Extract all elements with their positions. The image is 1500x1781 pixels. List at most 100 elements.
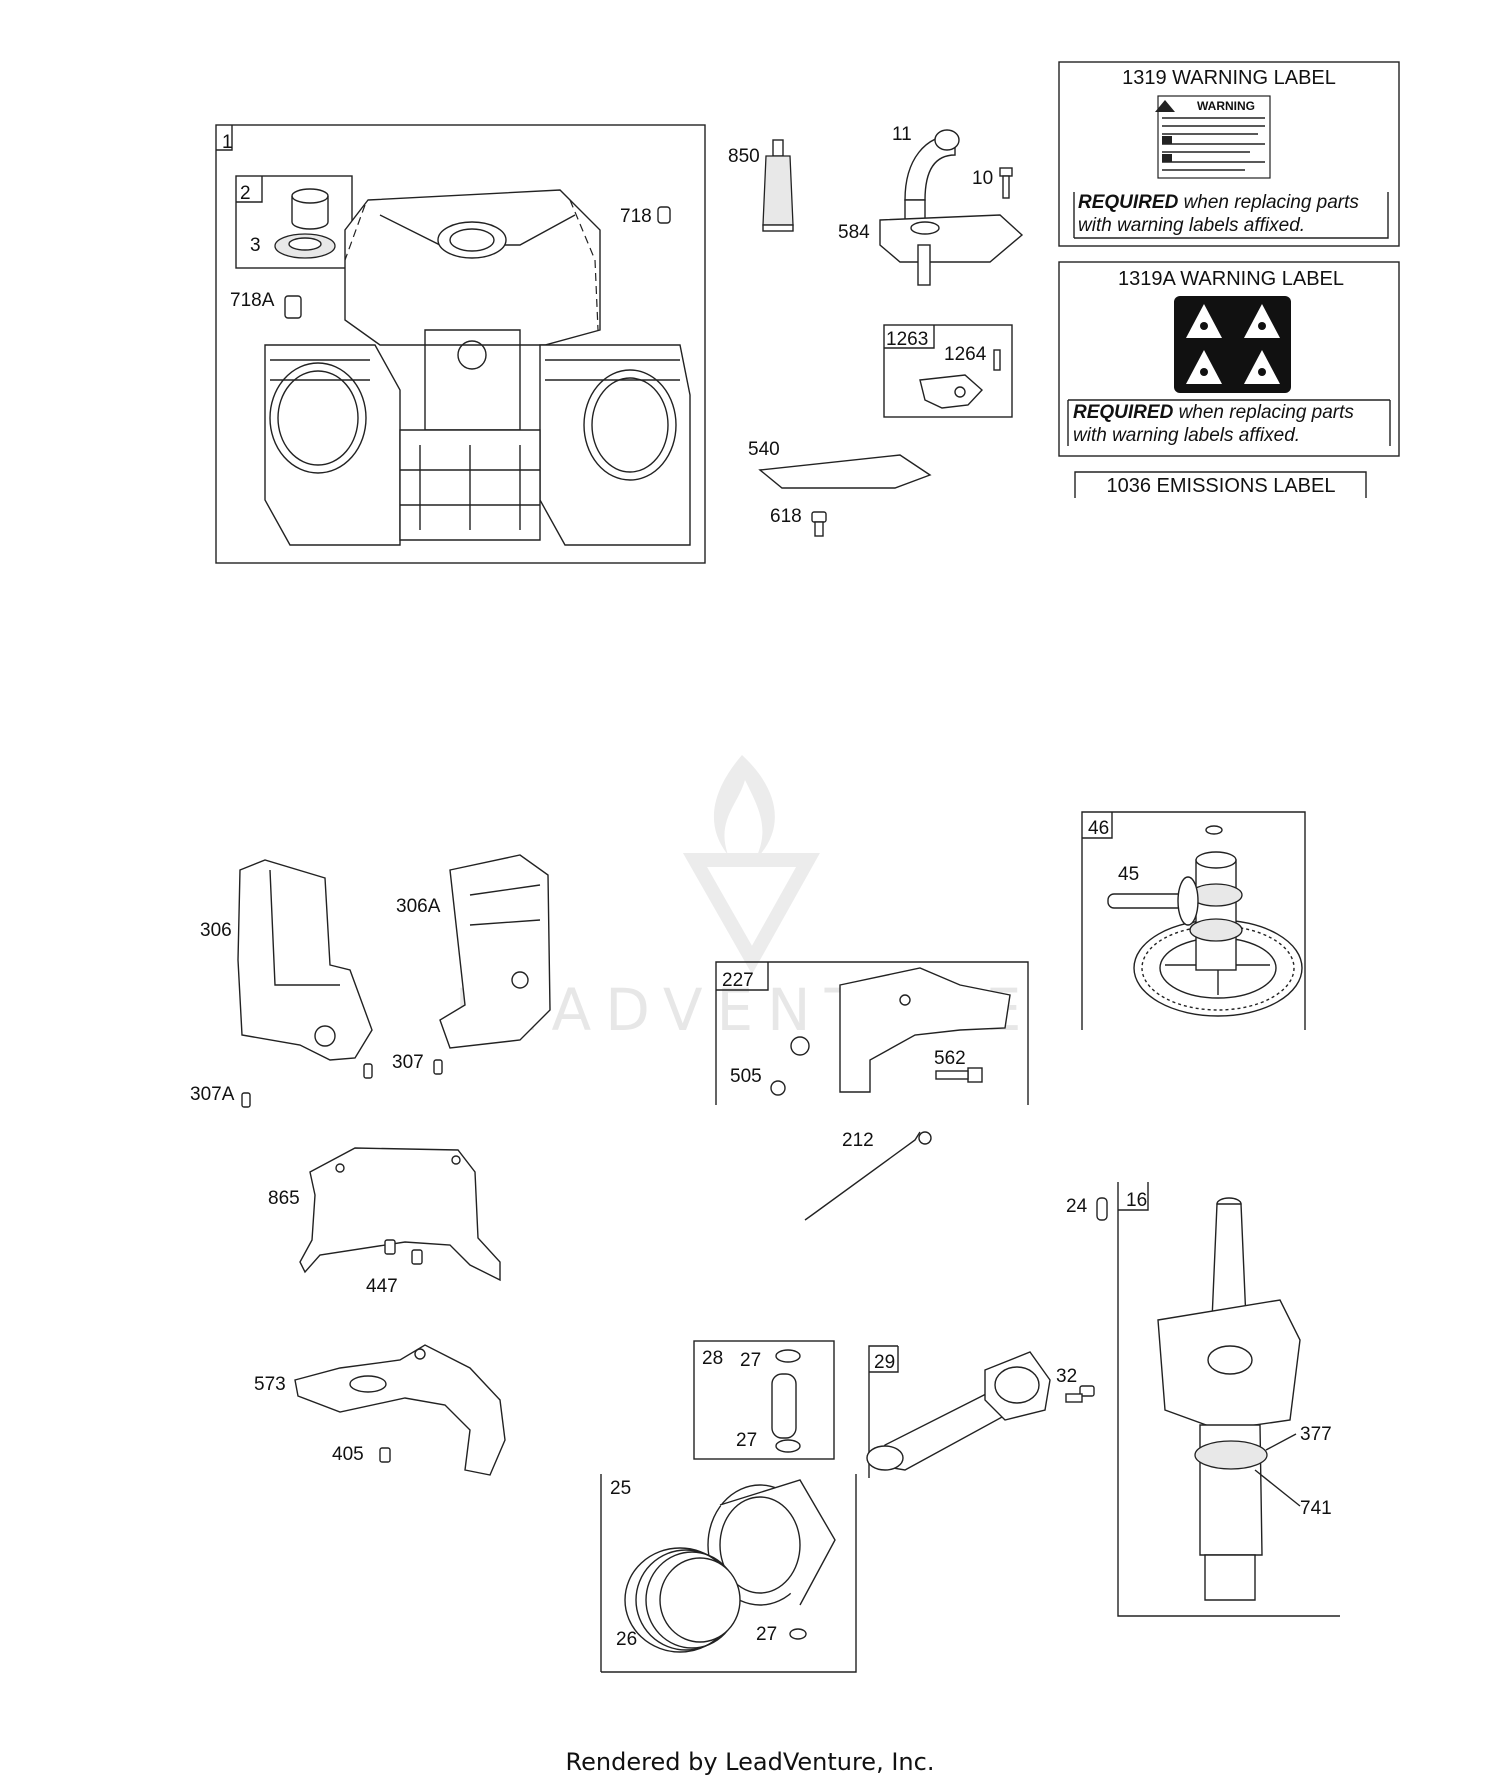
gasket-540-part [758, 454, 932, 489]
part-label-3[interactable]: 3 [250, 235, 261, 256]
part-label-306a[interactable]: 306A [396, 896, 441, 917]
part-label-718[interactable]: 718 [620, 206, 652, 227]
leader-741 [1254, 1469, 1301, 1507]
part-label-584[interactable]: 584 [838, 222, 870, 243]
link-end-hook [918, 1131, 932, 1145]
retainer-ring-part-b [775, 1439, 801, 1453]
governor-lever-part [839, 967, 1011, 1093]
part-label-405[interactable]: 405 [332, 1444, 364, 1465]
part-label-24[interactable]: 24 [1066, 1196, 1088, 1217]
part-label-212[interactable]: 212 [842, 1130, 874, 1151]
warning-label-1319a-frame [1058, 261, 1400, 457]
required-bracket-sides [1067, 400, 1391, 446]
flame-icon [713, 755, 775, 860]
screw-10-part [999, 167, 1013, 199]
part-label-1264[interactable]: 1264 [944, 344, 987, 365]
callout-tab [716, 962, 769, 991]
piston-rings-part [624, 1547, 741, 1653]
part-label-46[interactable]: 46 [1088, 818, 1109, 839]
warning-label-1319a-panel: 1319A WARNING LABEL REQUIRED when replac… [1058, 261, 1400, 457]
part-label-718a[interactable]: 718A [230, 290, 275, 311]
warning-label-1319-frame [1058, 61, 1400, 247]
warning-decal-image: WARNING [1155, 95, 1271, 179]
part-label-741[interactable]: 741 [1300, 1498, 1332, 1519]
warning-triangle-icon [1155, 100, 1175, 112]
part-label-1[interactable]: 1 [222, 132, 233, 153]
bracket-573-part [294, 1344, 506, 1476]
part-label-11[interactable]: 11 [892, 124, 912, 145]
key-24-part [1096, 1197, 1108, 1221]
part-label-27b[interactable]: 27 [736, 1430, 757, 1451]
screw-307a-part [241, 1092, 251, 1108]
air-guide-306-part [237, 859, 373, 1061]
part-label-562[interactable]: 562 [934, 1048, 966, 1069]
part-label-447[interactable]: 447 [366, 1276, 398, 1297]
part-label-227[interactable]: 227 [722, 970, 754, 991]
breather-reed-part [919, 349, 1001, 409]
connecting-rod-group: 29 32 [866, 1345, 1095, 1478]
part-label-27c[interactable]: 27 [756, 1624, 777, 1645]
part-label-505[interactable]: 505 [730, 1066, 762, 1087]
warning-label-1319a-line2: with warning labels affixed. [1073, 425, 1300, 446]
part-label-377[interactable]: 377 [1300, 1424, 1332, 1445]
sealant-tube-part [762, 139, 794, 232]
emissions-label-1036-title[interactable]: 1036 EMISSIONS LABEL [1106, 475, 1335, 497]
hazard-triangle-icon [1244, 304, 1280, 338]
part-label-16[interactable]: 16 [1126, 1190, 1147, 1211]
crankshaft-part [1157, 1197, 1301, 1601]
part-label-10[interactable]: 10 [972, 168, 993, 189]
warning-label-1319a-required: REQUIRED when replacing parts [1073, 402, 1354, 423]
screw-405-part [379, 1447, 391, 1463]
upper-middle-parts: 850 11 10 584 1263 1264 [728, 124, 1024, 537]
screw-618-part [811, 511, 827, 537]
footer-credit: Rendered by LeadVenture, Inc. [566, 1748, 935, 1776]
air-guide-306-detail [269, 869, 340, 986]
warning-label-1319-title[interactable]: 1319 WARNING LABEL [1122, 67, 1336, 89]
dipstick-tube-part [904, 129, 960, 225]
part-label-865[interactable]: 865 [268, 1188, 300, 1209]
callout-tab [236, 176, 263, 203]
part-label-850[interactable]: 850 [728, 146, 760, 167]
warning-label-1319a-title[interactable]: 1319A WARNING LABEL [1118, 268, 1344, 290]
required-bold: REQUIRED [1073, 402, 1174, 423]
callout-tab [216, 125, 233, 151]
camshaft-frame [1081, 811, 1306, 1030]
bracket-573-group: 573 405 [254, 1344, 506, 1476]
part-label-45[interactable]: 45 [1118, 864, 1139, 885]
governor-link-212-part [804, 1131, 921, 1221]
part-label-1263[interactable]: 1263 [886, 329, 928, 350]
air-guide-306a-part [439, 854, 551, 1049]
part-label-32[interactable]: 32 [1056, 1366, 1077, 1387]
part-label-307[interactable]: 307 [392, 1052, 424, 1073]
callout-tab [884, 325, 935, 349]
dowel-sleeve-part [284, 295, 302, 319]
callout-tab [1082, 812, 1113, 839]
air-guide-306a-detail [469, 884, 541, 926]
bolt-562-part [935, 1067, 983, 1083]
part-label-29[interactable]: 29 [874, 1352, 895, 1373]
screw-447-part [384, 1239, 396, 1255]
cylinder-assembly-frame [215, 124, 706, 564]
retainer-ring-part-c [789, 1628, 807, 1640]
part-label-540[interactable]: 540 [748, 439, 780, 460]
required-text: when replacing parts [1184, 192, 1360, 213]
part-label-307a[interactable]: 307A [190, 1084, 235, 1105]
warning-label-1319-required: REQUIRED when replacing parts [1078, 192, 1359, 213]
part-label-573[interactable]: 573 [254, 1374, 286, 1395]
part-label-618[interactable]: 618 [770, 506, 802, 527]
v-chevron-icon [682, 853, 820, 975]
shield-865-part [299, 1147, 501, 1282]
connecting-rod-frame [868, 1345, 898, 1478]
part-label-2[interactable]: 2 [240, 183, 251, 204]
part-label-28[interactable]: 28 [702, 1348, 723, 1369]
part-label-26[interactable]: 26 [616, 1629, 637, 1650]
governor-group: 227 505 562 [715, 961, 1029, 1105]
camshaft-group: 46 45 [1081, 811, 1306, 1030]
breather-subgroup-frame [883, 324, 1013, 418]
part-label-25[interactable]: 25 [610, 1478, 631, 1499]
piston-group: 25 26 27 [600, 1474, 857, 1673]
compression-release-pin-part [1107, 876, 1199, 926]
part-label-27a[interactable]: 27 [740, 1350, 761, 1371]
part-label-306[interactable]: 306 [200, 920, 232, 941]
